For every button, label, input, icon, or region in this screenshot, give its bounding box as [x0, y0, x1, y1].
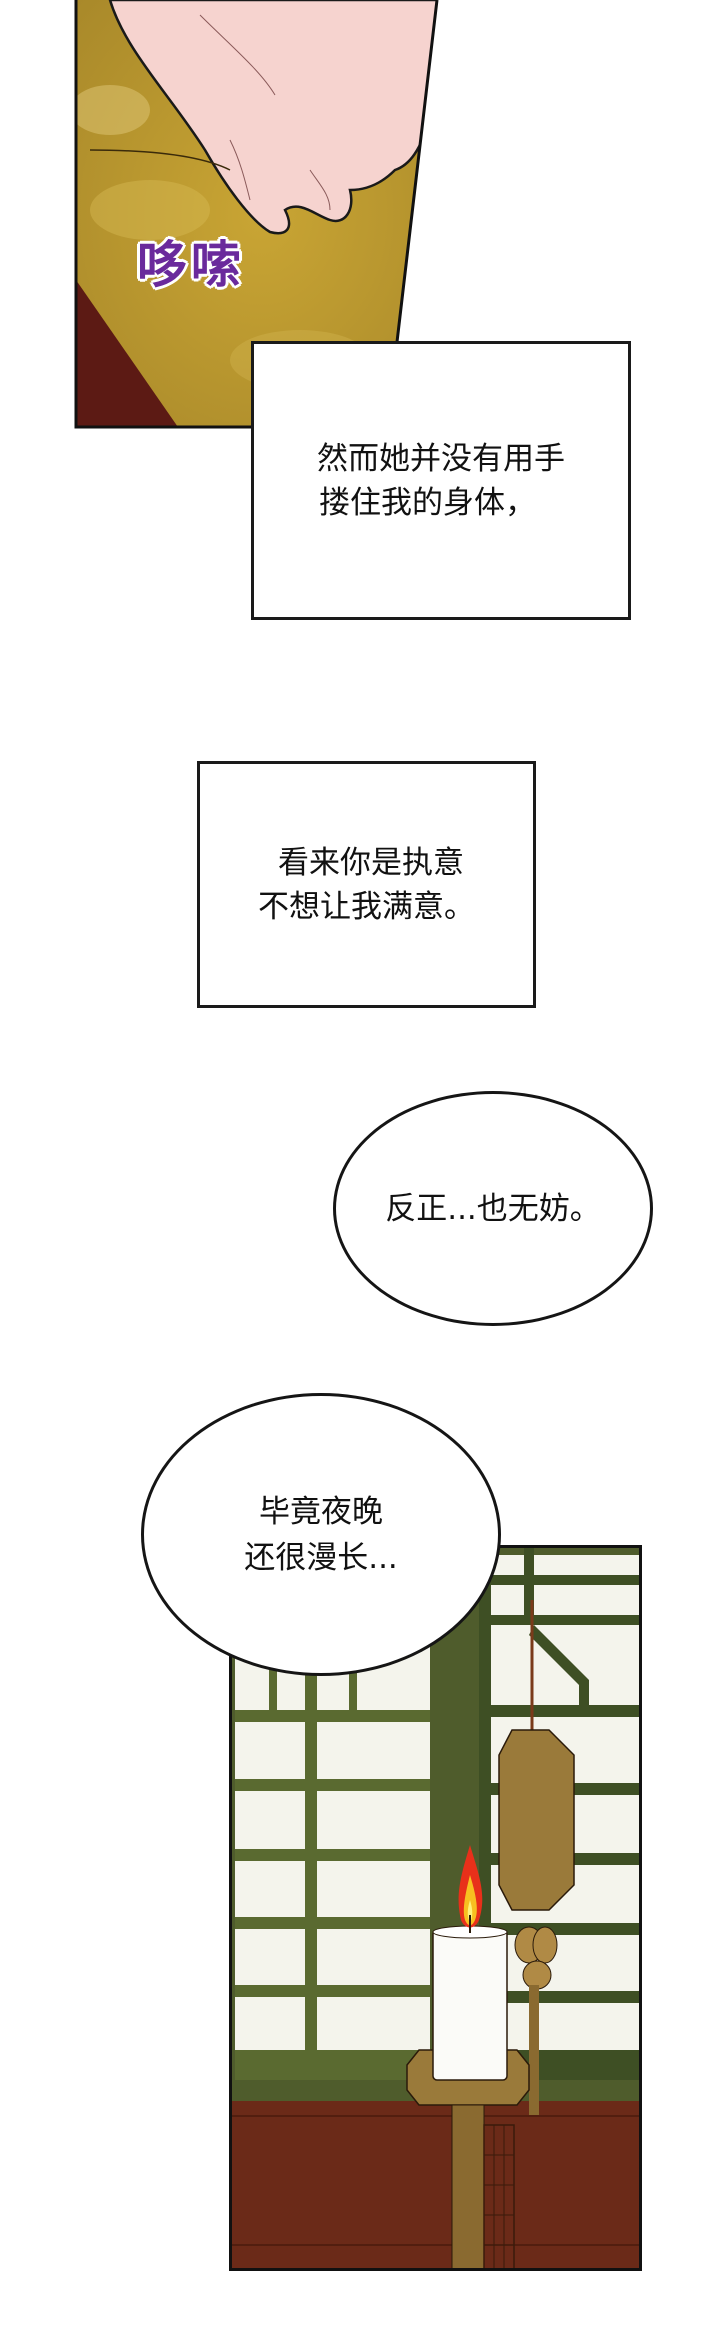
speech-bubble-1: 反正...也无妨。	[333, 1091, 653, 1326]
bubble-line: 毕竟夜晚	[259, 1493, 383, 1530]
caption-line: 搂住我的身体，	[319, 484, 536, 521]
speech-bubble-2: 毕竟夜晚 还很漫长...	[141, 1393, 501, 1676]
caption-line: 然而她并没有用手	[317, 440, 565, 477]
bubble-line: 还很漫长...	[244, 1539, 398, 1576]
bubble-text: 反正...也无妨。	[385, 1190, 601, 1227]
caption-line: 看来你是执意	[278, 844, 464, 881]
sfx-trembling: 哆嗦	[137, 236, 245, 294]
narration-caption-2: 看来你是执意 不想让我满意。	[197, 761, 536, 1008]
caption-line: 不想让我满意。	[258, 888, 475, 925]
narration-caption-1: 然而她并没有用手 搂住我的身体，	[251, 341, 631, 620]
